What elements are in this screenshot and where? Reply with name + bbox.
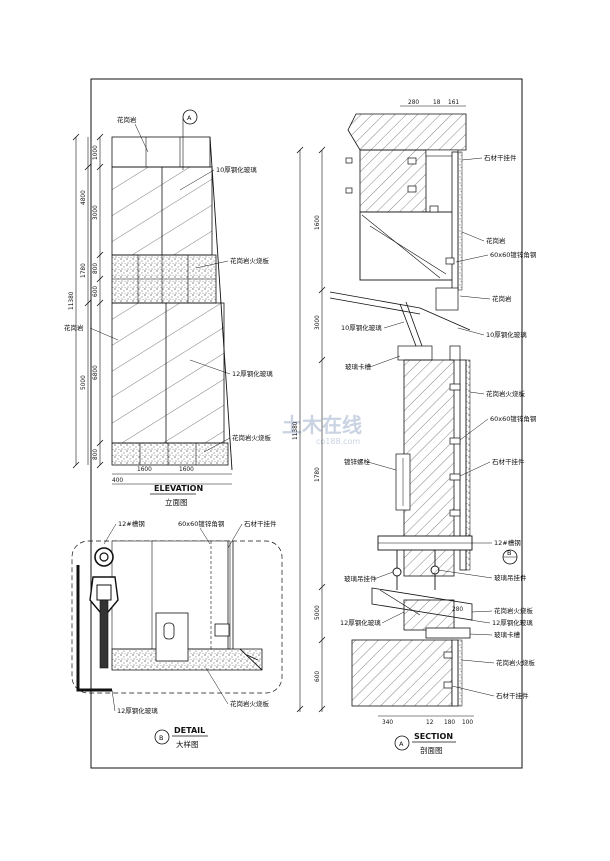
section-labels-fire-board-2-label: 花岗岩火烧板 [494, 606, 534, 615]
detail-labels-angle-label: 60x60镀锌角钢 [178, 519, 225, 528]
section-labels-angle-1-label: 60x60镀锌角钢 [490, 250, 537, 259]
elevation-dims-left-d1-label: 1000 [93, 145, 99, 160]
section-labels-clip-2-label: 玻璃卡槽 [494, 630, 521, 639]
watermark-sub-label: co188.com [316, 437, 360, 446]
section-labels-glass-hanger-right-label: 玻璃吊挂件 [494, 573, 527, 582]
section-view: 280 18 161 1600 3000 1780 11380 5000 600… [293, 100, 537, 755]
detail-labels-fire-board-label: 花岗岩火烧板 [230, 699, 270, 708]
section-dims-top-b-label: 18 [433, 100, 441, 106]
section-dims-bottom-a-label: 340 [382, 720, 393, 726]
detail-marker-label: B [159, 734, 163, 742]
elevation-dims-left-d3-label: 4800 [81, 190, 87, 205]
elevation-dims-bottom-w2-label: 1600 [179, 467, 194, 473]
section-labels-hanger-2-label: 石材干挂件 [492, 457, 525, 466]
section-dims-left-d-label: 11380 [293, 421, 299, 440]
section-labels-bolt-label: 镀锌螺栓 [344, 457, 371, 466]
elevation-labels-granite-top-label: 花岗岩 [117, 115, 137, 124]
elevation-title-cn-label: 立面图 [165, 497, 188, 507]
detail-labels-hanger-label: 石材干挂件 [244, 519, 277, 528]
section-labels-glass-12-right-label: 12厚钢化玻璃 [492, 618, 533, 627]
section-marker-a-label: A [399, 740, 404, 748]
section-labels-glass-10-right-label: 10厚钢化玻璃 [486, 330, 527, 339]
section-dims-left-b-label: 3000 [315, 315, 321, 330]
section-labels-left: 10厚钢化玻璃 玻璃卡槽 镀锌螺栓 玻璃吊挂件 12厚钢化玻璃 [340, 321, 405, 627]
section-labels-glass-hanger-left-label: 玻璃吊挂件 [344, 574, 377, 583]
section-dims-left-c-label: 1780 [315, 467, 321, 482]
elevation-labels-glass-10-label: 10厚钢化玻璃 [216, 165, 257, 174]
elevation-marker-label: A [187, 114, 192, 122]
detail-view: 12#槽钢 60x60镀锌角钢 石材干挂件 12厚钢化玻璃 花岗岩火烧板 B D… [71, 519, 283, 749]
section-dims-left-f-label: 600 [315, 671, 321, 682]
section-labels-fire-board-1-label: 花岗岩火烧板 [486, 389, 526, 398]
elevation-dims-left-d9-label: 6800 [93, 365, 99, 380]
section-dims-bottom-c-label: 180 [444, 720, 455, 726]
elevation-labels-fire-board-1-label: 花岗岩火烧板 [230, 256, 270, 265]
elevation-labels-granite-left-label: 花岗岩 [64, 323, 84, 332]
elevation-dims-left-d7-label: 11380 [69, 291, 75, 310]
section-labels-granite-1-label: 花岗岩 [486, 236, 506, 245]
section-title-cn-label: 剖面图 [420, 745, 443, 755]
elevation-dims-left-d10-label: 800 [93, 449, 99, 460]
detail-labels-glass-label: 12厚钢化玻璃 [117, 706, 158, 715]
section-dims-top-a-label: 280 [408, 100, 419, 106]
section-marker-b-label: B [507, 549, 511, 557]
elevation-dims-left-d6-label: 1780 [81, 263, 87, 278]
elevation-dims-left-d8-label: 5000 [81, 375, 87, 390]
section-labels-granite-2-label: 花岗岩 [492, 294, 512, 303]
elevation-title-en-label: ELEVATION [154, 484, 203, 493]
section-labels-fire-board-3-label: 花岗岩火烧板 [496, 658, 536, 667]
elevation-dims-left-d2-label: 3000 [93, 205, 99, 220]
section-dims-left-a-label: 1600 [315, 215, 321, 230]
section-labels-clip-1-label: 玻璃卡槽 [345, 362, 372, 371]
section-labels-angle-2-label: 60x60镀锌角钢 [490, 414, 537, 423]
section-labels-hanger-1-label: 石材干挂件 [484, 153, 517, 162]
section-labels-channel-label: 12#槽钢 [494, 538, 521, 547]
section-dims-left-e-label: 5000 [315, 605, 321, 620]
section-dims-bottom-b-label: 12 [426, 720, 434, 726]
elevation-labels-glass-12-label: 12厚钢化玻璃 [232, 369, 273, 378]
detail-labels-channel-label: 12#槽钢 [118, 519, 145, 528]
section-dims-bottom-d-label: 100 [462, 720, 473, 726]
elevation-dims-bottom-w3-label: 400 [112, 478, 123, 484]
section-labels-glass-12-left-label: 12厚钢化玻璃 [340, 618, 381, 627]
elevation-dims-left-d5-label: 600 [93, 286, 99, 297]
detail-title-cn-label: 大样图 [176, 739, 199, 749]
detail-title-en-label: DETAIL [174, 726, 205, 735]
section-labels-right: 石材干挂件 花岗岩 60x60镀锌角钢 花岗岩 10厚钢化玻璃 花岗岩火烧板 6… [437, 153, 537, 700]
section-dims-right-a-label: 280 [452, 607, 463, 613]
sheet-border [90, 78, 523, 769]
elevation-view: A 1000 3000 4800 800 600 1780 11380 5000… [64, 109, 273, 507]
section-title-en-label: SECTION [414, 732, 453, 741]
section-labels-hanger-3-label: 石材干挂件 [496, 691, 529, 700]
elevation-dims-bottom-w1-label: 1600 [137, 467, 152, 473]
elevation-labels-fire-board-2-label: 花岗岩火烧板 [232, 433, 272, 442]
section-dims-top-c-label: 161 [448, 100, 459, 106]
section-labels-glass-10-left-label: 10厚钢化玻璃 [341, 323, 382, 332]
elevation-dims-left-d4-label: 800 [93, 263, 99, 274]
